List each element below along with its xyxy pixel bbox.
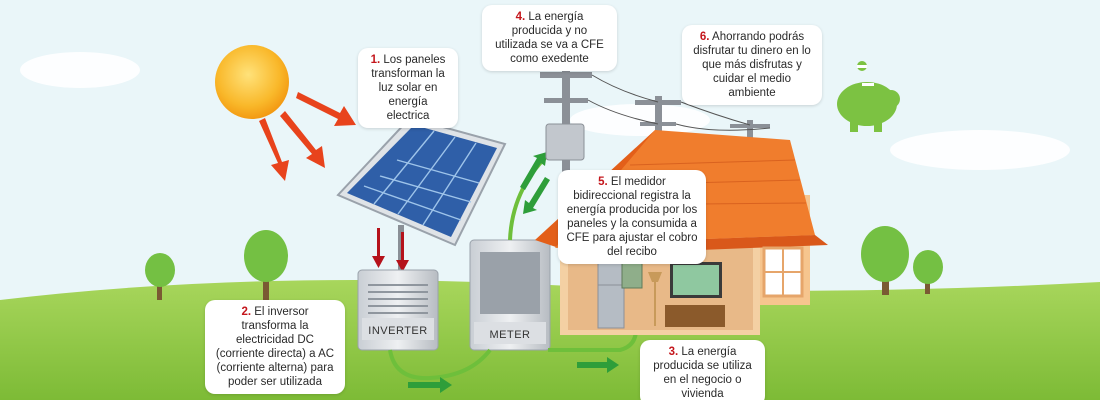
step-number: 1.: [370, 54, 381, 66]
step-text: La energía producida se utiliza en el ne…: [653, 346, 752, 400]
sun-ray-arrows: [259, 92, 356, 181]
step-5-callout: 5. El medidor bidireccional registra la …: [558, 170, 706, 264]
step-3-callout: 3. La energía producida se utiliza en el…: [640, 340, 765, 400]
meter-label: METER: [490, 329, 531, 341]
step-1-callout: 1. Los paneles transforman la luz solar …: [358, 48, 458, 128]
step-number: 6.: [699, 31, 710, 43]
meter-device: METER: [469, 239, 551, 351]
inverter-device: INVERTER: [357, 269, 439, 351]
power-wires: [587, 74, 771, 131]
green-flow-arrows: [408, 152, 619, 393]
step-number: 4.: [515, 11, 526, 23]
tree-icon: [244, 230, 288, 300]
step-text: Ahorrando podrás disfrutar tu dinero en …: [693, 31, 811, 99]
step-number: 5.: [598, 176, 608, 188]
tree-icon: [145, 253, 175, 300]
tree-icon: [861, 226, 909, 295]
step-text: El inversor transforma la electricidad D…: [215, 306, 335, 388]
step-number: 3.: [668, 346, 679, 358]
utility-pole-1: [540, 66, 592, 244]
step-number: 2.: [241, 306, 252, 318]
dc-arrows: [372, 228, 409, 272]
step-2-callout: 2. El inversor transforma la electricida…: [205, 300, 345, 394]
clouds: [20, 52, 1070, 170]
sun-icon: [215, 45, 289, 119]
solar-panel: [336, 116, 507, 280]
piggy-bank-icon: [837, 61, 900, 132]
tree-icon: [913, 250, 943, 294]
step-text: Los paneles transforman la luz solar en …: [371, 54, 446, 122]
step-4-callout: 4. La energía producida y no utilizada s…: [482, 5, 617, 71]
inverter-label: INVERTER: [368, 325, 427, 337]
step-6-callout: 6. Ahorrando podrás disfrutar tu dinero …: [682, 25, 822, 105]
step-text: El medidor bidireccional registra la ene…: [566, 176, 698, 258]
step-text: La energía producida y no utilizada se v…: [495, 11, 604, 65]
